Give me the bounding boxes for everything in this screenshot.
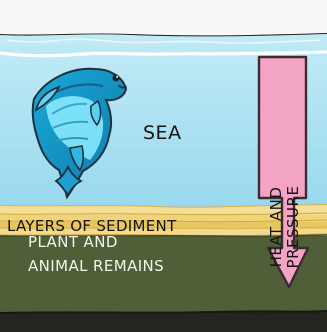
- sky-band: [0, 0, 327, 36]
- plant-and-animal-remains-line-2: ANIMAL REMAINS: [28, 259, 164, 274]
- fish-eye: [113, 75, 120, 82]
- plant-and-animal-remains-line-1: PLANT AND: [28, 235, 118, 250]
- heat-and-pressure-line-1: HEAT AND: [269, 187, 284, 268]
- sea-label: SEA: [143, 124, 182, 143]
- layers-of-sediment-label: LAYERS OF SEDIMENT: [7, 219, 177, 234]
- heat-and-pressure-line-2: PRESSURE: [286, 186, 301, 269]
- heat-and-pressure-label: HEAT AND PRESSURE: [229, 205, 327, 249]
- fish-eye-highlight: [116, 76, 118, 78]
- bottom-layer: [0, 312, 327, 332]
